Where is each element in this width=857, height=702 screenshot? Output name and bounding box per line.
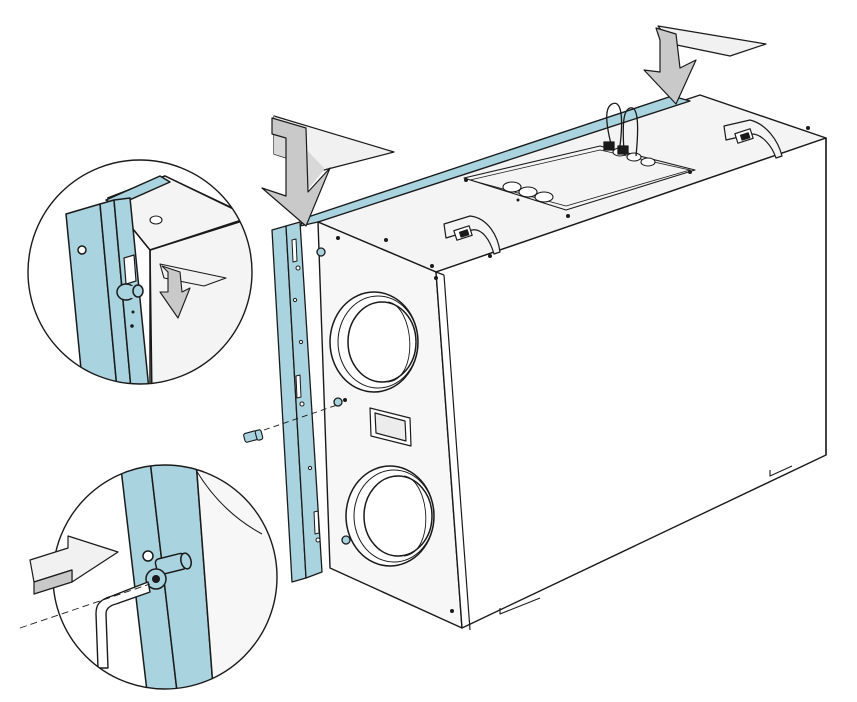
detail-hook-onto-bracket (27, 159, 253, 385)
service-hatch (369, 407, 412, 447)
hex-key-icon (95, 581, 151, 669)
down-arrow-icon (261, 115, 395, 227)
cable-glands (502, 147, 656, 203)
screw-dots (336, 126, 810, 613)
right-arrow-icon (29, 535, 119, 595)
ventilation-unit (299, 94, 827, 631)
duct-spigot-upper (329, 291, 419, 393)
down-arrow-icon (643, 25, 767, 105)
detail-tighten-screw (19, 464, 278, 690)
loose-screw (243, 403, 341, 443)
lifting-handle-right (723, 119, 783, 159)
cables (603, 102, 639, 157)
bracket-plate (285, 221, 323, 579)
duct-spigot-lower (345, 465, 435, 567)
wall-bracket (271, 221, 351, 583)
lifting-handle-left (443, 215, 501, 255)
